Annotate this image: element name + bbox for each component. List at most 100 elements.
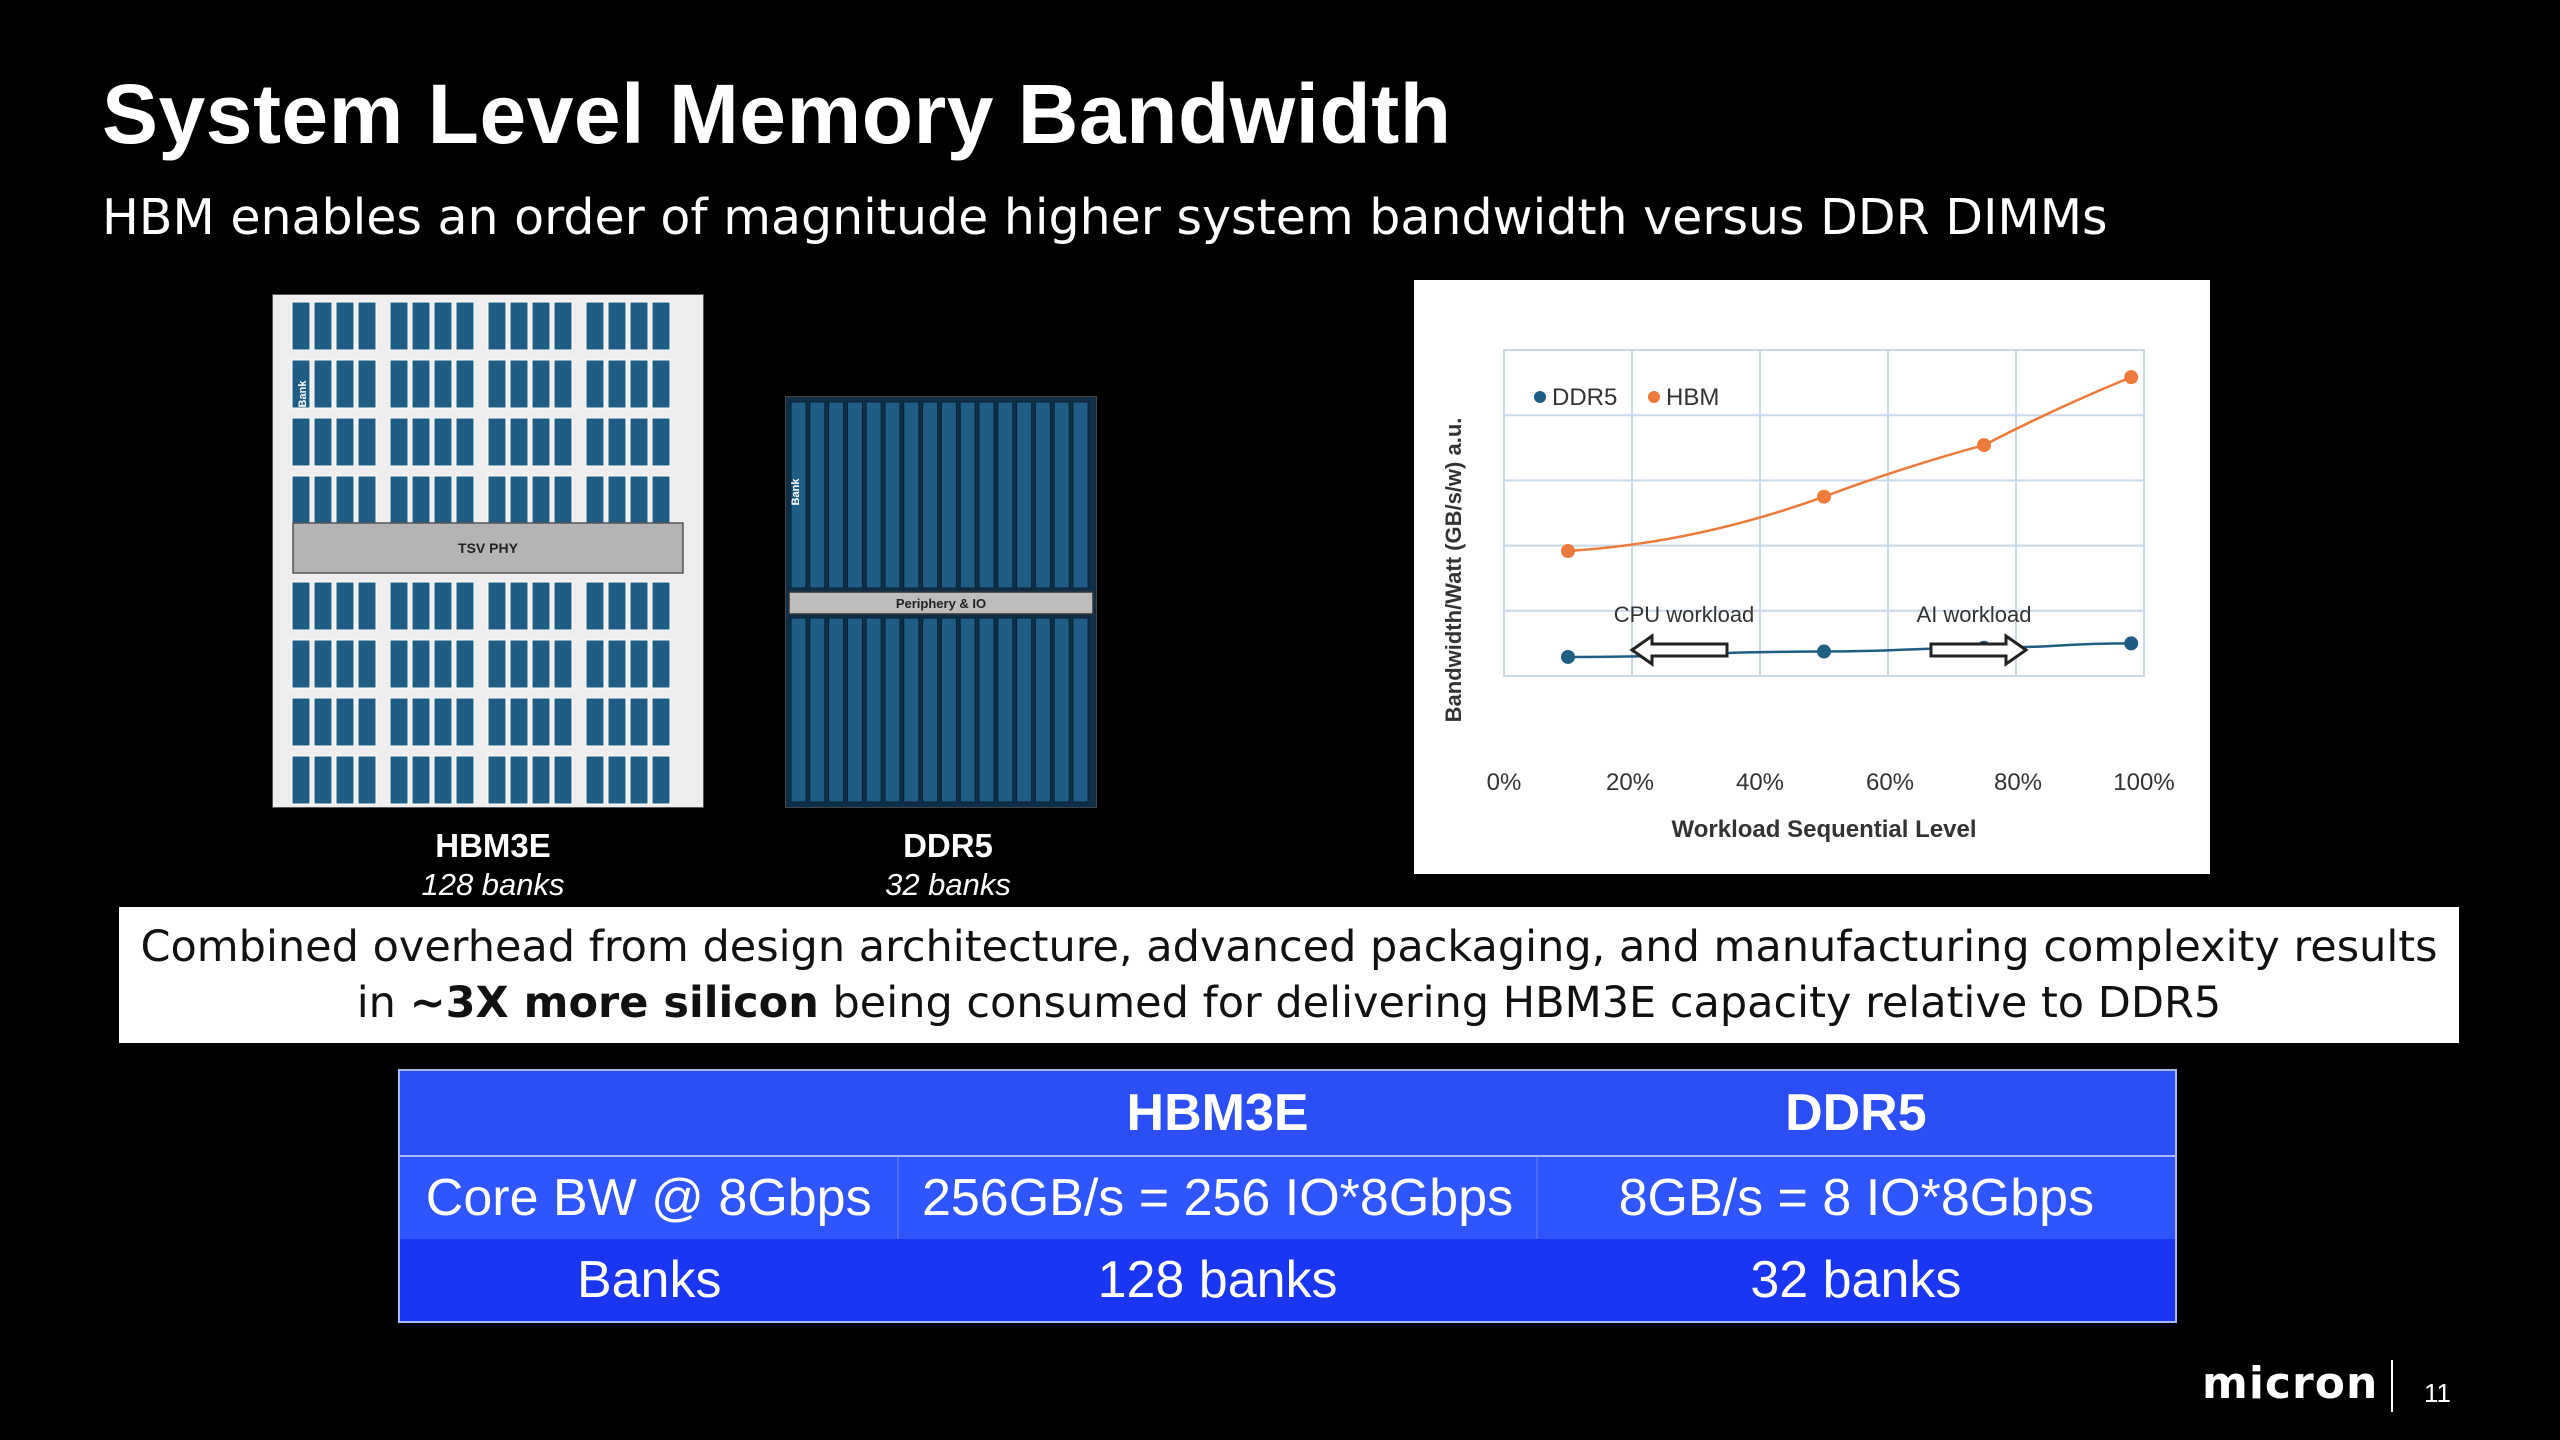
hbm-bank: [411, 301, 431, 351]
hbm-bank: [455, 301, 475, 351]
hbm-bank: [389, 475, 409, 525]
hbm-bank: [487, 581, 507, 631]
hbm-bank: [357, 755, 377, 805]
hbm-bank: [629, 417, 649, 467]
hbm-bank: [389, 301, 409, 351]
hbm-bank: [509, 475, 529, 525]
cpu-workload-arrow-icon: [1629, 633, 1729, 667]
note-line-2: in ~3X more silicon being consumed for d…: [119, 975, 2459, 1031]
hbm-bank: [509, 301, 529, 351]
hbm-bank: [629, 639, 649, 689]
hbm-bank: [313, 639, 333, 689]
hbm-bank: [585, 359, 605, 409]
hbm3e-die-diagram: TSV PHY Bank: [271, 293, 705, 809]
hbm-bank: [487, 475, 507, 525]
hbm-bank: [607, 475, 627, 525]
hbm-bank: [433, 755, 453, 805]
cell-ddr5-core-bw: 8GB/s = 8 IO*8Gbps: [1535, 1155, 2176, 1239]
hbm-bank: [607, 359, 627, 409]
hbm-bank: [357, 697, 377, 747]
hbm-bank: [411, 697, 431, 747]
hbm-bank: [313, 475, 333, 525]
data-point: [2124, 636, 2139, 651]
hbm-bank: [553, 639, 573, 689]
x-tick-label: 100%: [2113, 769, 2174, 796]
ddr-bank: [940, 401, 957, 589]
slide-subtitle: HBM enables an order of magnitude higher…: [102, 189, 2108, 246]
ddr-bank: [846, 401, 863, 589]
ddr-bank: [903, 401, 920, 589]
ddr5-name: DDR5: [903, 827, 993, 864]
y-axis-label: Bandwidth/Watt (GB/s/w) a.u.: [1441, 418, 1466, 723]
hbm-bank: [585, 755, 605, 805]
ddr-bank: [922, 401, 939, 589]
data-point: [1977, 438, 1991, 453]
hbm-bank: [509, 639, 529, 689]
ddr-bank: [1016, 401, 1033, 589]
hbm-bank: [487, 417, 507, 467]
hbm3e-banks-caption: 128 banks: [421, 866, 565, 902]
hbm-bank: [629, 755, 649, 805]
x-axis-label: Workload Sequential Level: [1672, 816, 1977, 843]
hbm-bank: [509, 581, 529, 631]
table-header-hbm3e: HBM3E: [898, 1070, 1537, 1156]
hbm-bank: [629, 697, 649, 747]
legend-marker: [1534, 391, 1546, 403]
hbm-bank: [553, 359, 573, 409]
tsv-phy-block: [292, 522, 684, 574]
ddr-bank: [884, 401, 901, 589]
hbm-bank: [313, 697, 333, 747]
hbm-bank: [651, 417, 671, 467]
plot-area: [1503, 349, 2145, 677]
hbm-bank: [335, 639, 355, 689]
hbm-bank: [455, 475, 475, 525]
data-point: [1561, 649, 1575, 664]
hbm-bank: [291, 417, 311, 467]
cpu-workload-label: CPU workload: [1614, 602, 1755, 627]
hbm3e-name: HBM3E: [435, 827, 551, 864]
hbm-bank: [629, 359, 649, 409]
hbm-bank: [389, 697, 409, 747]
ddr-bank: [1016, 617, 1033, 803]
tsv-phy-label: TSV PHY: [458, 540, 519, 556]
table-row: Banks 128 banks 32 banks: [399, 1239, 2176, 1322]
hbm-bank: [335, 359, 355, 409]
hbm-bank: [531, 417, 551, 467]
hbm-bank: [313, 359, 333, 409]
hbm-bank: [411, 755, 431, 805]
ddr-bank: [865, 401, 882, 589]
hbm-bank: [335, 475, 355, 525]
hbm-bank: [411, 581, 431, 631]
row-label-core-bw: Core BW @ 8Gbps: [399, 1155, 899, 1239]
hbm-bank: [389, 755, 409, 805]
hbm-bank: [553, 417, 573, 467]
hbm-bank: [553, 301, 573, 351]
hbm-bank: [455, 639, 475, 689]
legend-marker: [1648, 391, 1660, 403]
bandwidth-per-watt-chart: 0%20%40%60%80%100% Workload Sequential L…: [1414, 280, 2210, 874]
hbm-bank: [651, 301, 671, 351]
x-tick-label: 60%: [1866, 769, 1914, 796]
ddr-bank: [922, 617, 939, 803]
hbm-bank: [651, 475, 671, 525]
hbm-bank-tag: Bank: [297, 380, 309, 408]
hbm-bank: [389, 639, 409, 689]
hbm-bank: [455, 697, 475, 747]
hbm-bank: [487, 639, 507, 689]
hbm-bank: [531, 639, 551, 689]
ddr-bank: [997, 617, 1014, 803]
cell-ddr5-banks: 32 banks: [1536, 1239, 2176, 1322]
ddr-bank: [790, 401, 807, 589]
hbm-bank: [585, 475, 605, 525]
hbm-bank: [455, 581, 475, 631]
hbm-bank: [651, 697, 671, 747]
hbm-bank: [291, 697, 311, 747]
ddr-bank: [1072, 617, 1089, 803]
hbm-bank: [433, 581, 453, 631]
hbm-bank: [291, 301, 311, 351]
ddr-bank: [978, 401, 995, 589]
hbm-bank: [553, 755, 573, 805]
hbm-bank: [553, 581, 573, 631]
ddr-bank: [997, 401, 1014, 589]
ddr-bank: [828, 401, 845, 589]
